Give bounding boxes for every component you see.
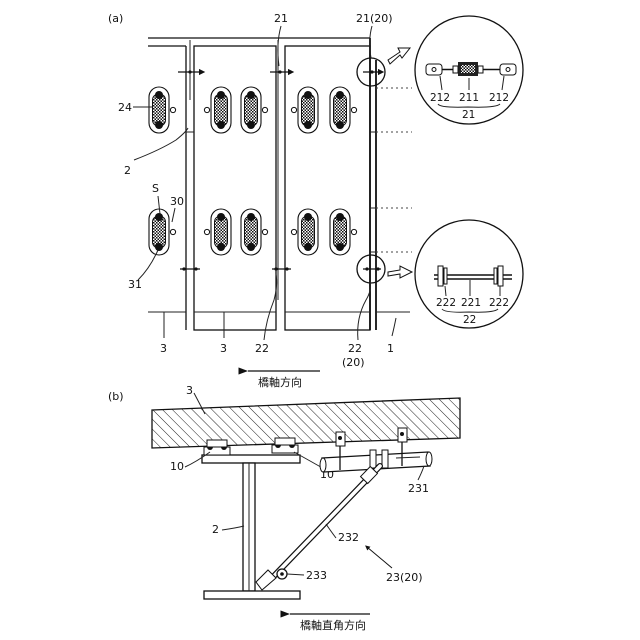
- label-2: 2: [124, 164, 131, 177]
- bearing-right: [272, 438, 298, 453]
- bearing-pad-slot: [204, 209, 231, 255]
- label-2-girder: 2: [212, 523, 219, 536]
- bearing-pad-slot: [291, 209, 318, 255]
- label-222-left: 222: [436, 297, 456, 309]
- detail-bottom: 222 221 222 22: [415, 220, 523, 328]
- diagonal-brace-232: [272, 466, 380, 578]
- bearing-pads: [149, 87, 357, 255]
- label-3-left: 3: [160, 342, 167, 355]
- axis-transverse-direction: 橋軸直角方向: [290, 614, 370, 632]
- label-232: 232: [338, 531, 359, 544]
- bearing-pad-slot: [149, 209, 176, 255]
- axis-label-transverse: 橋軸直角方向: [300, 618, 366, 632]
- bearing-pad-slot: [330, 209, 357, 255]
- panel-b: (b) 3 10 10: [108, 384, 460, 632]
- bearing-pad-slot: [291, 87, 318, 133]
- callout-arrow-top: [388, 48, 410, 64]
- label-1: 1: [387, 342, 394, 355]
- bearing-pad-slot: [241, 209, 268, 255]
- axis-label-bridge: 橋軸方向: [258, 375, 302, 389]
- label-233: 233: [306, 569, 327, 582]
- label-20-bottom: (20): [342, 356, 365, 369]
- label-21: 21: [274, 12, 288, 25]
- label-3-deck: 3: [186, 384, 193, 397]
- panel-a-leaders: 24 2 S 30 31 21 21(20) 3 3 22 22 (20) 1: [118, 12, 396, 369]
- girder-plan: [148, 38, 412, 330]
- label-23-20: 23(20): [386, 571, 423, 584]
- axis-bridge-direction: 橋軸方向: [248, 371, 320, 389]
- label-22: 22: [255, 342, 269, 355]
- label-222-right: 222: [489, 297, 509, 309]
- label-231: 231: [408, 482, 429, 495]
- panel-b-label: (b): [108, 390, 124, 403]
- label-21-detail: 21: [462, 109, 475, 121]
- label-S: S: [152, 182, 159, 195]
- label-24: 24: [118, 101, 132, 114]
- label-31: 31: [128, 278, 142, 291]
- bracket-233: [256, 569, 287, 590]
- bearing-left: [204, 440, 230, 455]
- detail-top: 212 211 212 21: [415, 16, 523, 124]
- deck-slab: [152, 398, 460, 448]
- label-3-right: 3: [220, 342, 227, 355]
- bottom-connectors: [180, 267, 381, 270]
- top-connectors: [178, 70, 381, 73]
- bearing-pad-slot: [149, 87, 176, 133]
- label-21-20: 21(20): [356, 12, 393, 25]
- bearing-pad-slot: [241, 87, 268, 133]
- label-212-left: 212: [430, 92, 450, 104]
- panel-a: (a): [108, 12, 523, 389]
- label-22-bottom: 22: [348, 342, 362, 355]
- callout-arrow-bottom: [388, 266, 412, 278]
- label-212-right: 212: [489, 92, 509, 104]
- label-22-detail: 22: [463, 314, 476, 326]
- label-211: 211: [459, 92, 479, 104]
- label-30: 30: [170, 195, 184, 208]
- panel-a-label: (a): [108, 12, 123, 25]
- bearing-pad-slot: [204, 87, 231, 133]
- label-221: 221: [461, 297, 481, 309]
- bearing-pad-slot: [330, 87, 357, 133]
- label-10-left: 10: [170, 460, 184, 473]
